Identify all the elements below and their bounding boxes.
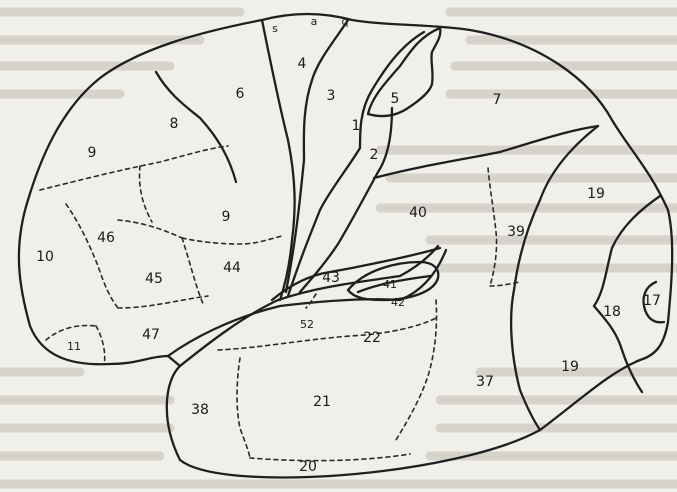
label-s: s [272, 22, 278, 35]
area-labels: s a q 4 6 3 1 2 5 7 8 9 9 46 10 45 44 40… [36, 15, 661, 475]
label-19-upper: 19 [587, 186, 605, 202]
label-20: 20 [299, 459, 317, 475]
label-38: 38 [191, 402, 209, 418]
label-21: 21 [313, 394, 331, 410]
boundary-4-3 [286, 20, 348, 292]
dashed-22-top [218, 318, 436, 350]
label-47: 47 [142, 327, 160, 343]
label-q: q [342, 15, 349, 28]
label-43: 43 [322, 270, 340, 286]
label-3: 3 [327, 88, 336, 104]
boundary-s-left [262, 20, 295, 300]
background-text-lines [0, 12, 677, 484]
dashed-46-45 [118, 220, 182, 238]
label-44: 44 [223, 260, 241, 276]
label-9-inner: 9 [222, 209, 231, 225]
label-52: 52 [300, 318, 314, 331]
dashed-44-top [182, 236, 282, 244]
label-a: a [311, 15, 318, 28]
brain-outline [19, 14, 672, 478]
label-1: 1 [352, 118, 361, 134]
label-42: 42 [391, 296, 405, 309]
boundary-6-8 [156, 72, 236, 182]
dashed-38-21 [237, 358, 250, 458]
dashed-22-37 [396, 300, 437, 440]
boundary-39-19 [511, 126, 598, 430]
label-4: 4 [298, 56, 307, 72]
label-8: 8 [170, 116, 179, 132]
dashed-11 [46, 326, 96, 340]
label-40: 40 [409, 205, 427, 221]
label-11: 11 [67, 340, 81, 353]
dashed-45-44 [182, 238, 204, 306]
label-19-lower: 19 [561, 359, 579, 375]
label-6: 6 [236, 86, 245, 102]
label-10: 10 [36, 249, 54, 265]
label-41: 41 [383, 278, 397, 291]
label-5: 5 [391, 91, 400, 107]
dashed-47-top [118, 296, 208, 308]
label-46: 46 [97, 230, 115, 246]
dashed-46-10 [66, 204, 118, 308]
label-22: 22 [363, 330, 381, 346]
dashed-9-46 [140, 166, 153, 222]
label-37: 37 [476, 374, 494, 390]
label-45: 45 [145, 271, 163, 287]
label-7: 7 [493, 92, 502, 108]
label-2: 2 [370, 147, 379, 163]
label-17: 17 [643, 293, 661, 309]
dashed-52 [306, 294, 316, 308]
label-39: 39 [507, 224, 525, 240]
dashed-47-11 [96, 326, 105, 364]
area-5-lobe [368, 28, 440, 116]
label-9-frontal: 9 [88, 145, 97, 161]
dashed-8-9 [40, 146, 228, 190]
label-18: 18 [603, 304, 621, 320]
dashed-21-20 [250, 454, 410, 461]
boundary-2-40 [300, 108, 392, 292]
